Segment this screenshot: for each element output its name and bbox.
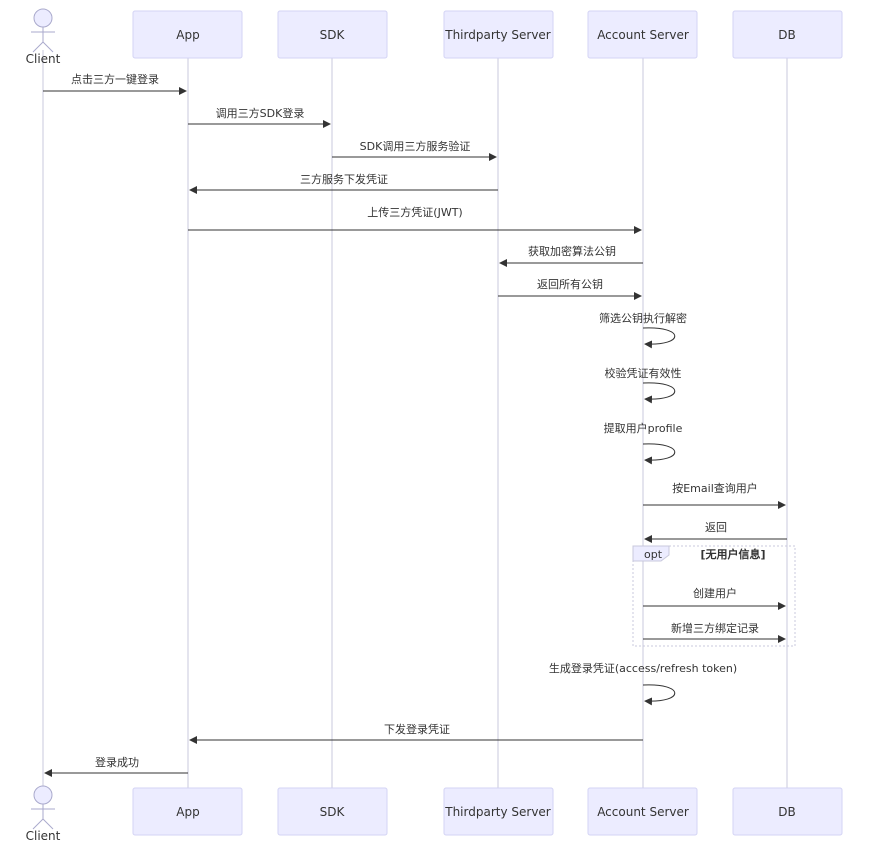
message-17: 登录成功 <box>44 755 188 777</box>
message-label: 校验凭证有效性 <box>605 366 682 380</box>
message-5: 上传三方凭证(JWT) <box>188 205 642 234</box>
message-label: 创建用户 <box>693 586 737 600</box>
self-message-arrow <box>642 382 676 404</box>
message-label: 点击三方一键登录 <box>71 72 159 86</box>
opt-block: opt [无用户信息] <box>632 545 796 647</box>
actor-label-sdk: SDK <box>320 805 346 819</box>
message-label: 生成登录凭证(access/refresh token) <box>549 661 737 675</box>
person-head-icon <box>33 8 53 28</box>
actor-account-top: Account Server <box>587 10 698 59</box>
actor-thirdparty-bottom: Thirdparty Server <box>443 787 554 836</box>
actor-label-client: Client <box>26 52 61 66</box>
person-leg-left-icon <box>32 818 44 830</box>
message-label: 筛选公钥执行解密 <box>599 311 687 325</box>
message-14: 新增三方绑定记录 <box>643 621 786 643</box>
actor-sdk-top: SDK <box>277 10 388 59</box>
message-label: 上传三方凭证(JWT) <box>367 205 462 219</box>
actor-label-db: DB <box>778 28 795 42</box>
person-leg-right-icon <box>42 818 54 830</box>
message-7: 返回所有公钥 <box>498 277 642 300</box>
actor-label-account: Account Server <box>597 805 689 819</box>
message-1: 点击三方一键登录 <box>43 72 187 95</box>
actor-label-sdk: SDK <box>320 28 346 42</box>
message-6: 获取加密算法公钥 <box>499 244 643 267</box>
actor-account-bottom: Account Server <box>587 787 698 836</box>
message-label: 登录成功 <box>95 755 139 769</box>
message-12: 返回 <box>644 521 787 543</box>
actor-label-account: Account Server <box>597 28 689 42</box>
message-3: SDK调用三方服务验证 <box>332 139 497 161</box>
actor-client-top: Client <box>26 8 61 66</box>
message-4: 三方服务下发凭证 <box>189 172 498 194</box>
actor-app-top: App <box>132 10 243 59</box>
opt-frame <box>632 545 796 647</box>
actor-box-sdk <box>277 10 388 59</box>
actor-label-db: DB <box>778 805 795 819</box>
opt-label-tab <box>632 545 670 562</box>
message-label: 下发登录凭证 <box>384 722 450 736</box>
actor-label-app: App <box>176 28 199 42</box>
self-message-arrow <box>642 327 676 349</box>
message-15-self: 生成登录凭证(access/refresh token) <box>549 661 737 706</box>
actor-box-db <box>732 10 843 59</box>
actor-db-bottom: DB <box>732 787 843 836</box>
actor-box-thirdparty <box>443 787 554 836</box>
message-13: 创建用户 <box>643 586 786 610</box>
message-label: 返回 <box>705 521 727 534</box>
actor-box-thirdparty <box>443 10 554 59</box>
person-leg-right-icon <box>42 41 54 53</box>
actor-sdk-bottom: SDK <box>277 787 388 836</box>
message-label: 新增三方绑定记录 <box>671 621 759 635</box>
actor-thirdparty-top: Thirdparty Server <box>443 10 554 59</box>
message-16: 下发登录凭证 <box>189 722 643 744</box>
message-label: 三方服务下发凭证 <box>300 172 388 186</box>
person-head-icon <box>33 785 53 805</box>
actor-box-sdk <box>277 787 388 836</box>
message-2: 调用三方SDK登录 <box>188 106 331 128</box>
actor-box-account <box>587 787 698 836</box>
actor-box-account <box>587 10 698 59</box>
self-message-arrow <box>642 443 676 465</box>
opt-keyword: opt <box>644 548 663 561</box>
message-11: 按Email查询用户 <box>643 481 786 509</box>
message-label: 获取加密算法公钥 <box>528 244 616 258</box>
message-label: 返回所有公钥 <box>537 277 603 291</box>
actor-label-client: Client <box>26 829 61 843</box>
actor-client-bottom: Client <box>26 785 61 843</box>
person-leg-left-icon <box>32 41 44 53</box>
actor-label-thirdparty: Thirdparty Server <box>444 28 551 42</box>
actor-label-app: App <box>176 805 199 819</box>
self-message-arrow <box>642 684 676 706</box>
actor-box-app <box>132 787 243 836</box>
actor-db-top: DB <box>732 10 843 59</box>
actor-box-db <box>732 787 843 836</box>
message-label: 按Email查询用户 <box>672 481 758 495</box>
message-8-self: 筛选公钥执行解密 <box>599 311 687 349</box>
message-9-self: 校验凭证有效性 <box>605 366 682 404</box>
message-label: 提取用户profile <box>604 421 683 435</box>
opt-condition: [无用户信息] <box>700 547 765 561</box>
actor-box-app <box>132 10 243 59</box>
actor-label-thirdparty: Thirdparty Server <box>444 805 551 819</box>
actor-app-bottom: App <box>132 787 243 836</box>
message-label: SDK调用三方服务验证 <box>360 139 471 153</box>
message-label: 调用三方SDK登录 <box>216 106 305 120</box>
message-10-self: 提取用户profile <box>604 421 683 465</box>
